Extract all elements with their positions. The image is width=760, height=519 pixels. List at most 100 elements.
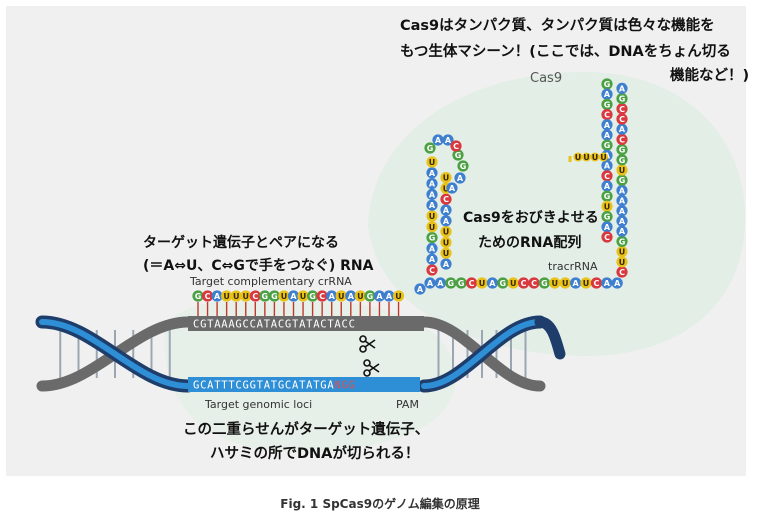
nucleotide-bead — [616, 133, 628, 145]
nucleotide-bead — [335, 290, 347, 302]
nucleotide-bead — [434, 277, 446, 289]
target-note-line1: ターゲット遺伝子とペアになる — [143, 234, 339, 251]
nucleotide-bead — [440, 226, 452, 238]
nucleotide-letter: U — [443, 174, 450, 183]
nucleotide-bead — [601, 119, 613, 131]
nucleotide-bead — [345, 290, 357, 302]
nucleotide-letter: C — [593, 279, 599, 288]
nucleotide-letter: C — [619, 115, 625, 124]
nucleotide-bead — [455, 277, 467, 289]
nucleotide-bead — [601, 139, 613, 151]
scissors-icon — [359, 335, 376, 353]
nucleotide-bead — [601, 129, 613, 141]
nucleotide-letter: A — [386, 292, 393, 301]
pam-label: PAM — [396, 398, 419, 411]
dna-bottom-strand — [188, 377, 420, 392]
nucleotide-letter: U — [619, 248, 626, 257]
nucleotide-letter: G — [619, 156, 626, 165]
nucleotide-letter: U — [357, 292, 364, 301]
nucleotide-letter: U — [243, 292, 250, 301]
cas9-label: Cas9 — [530, 71, 562, 86]
nucleotide-bead — [426, 264, 438, 276]
nucleotide-bead — [476, 277, 488, 289]
nucleotide-letter: U — [619, 258, 626, 267]
nucleotide-letter: A — [619, 227, 626, 236]
nucleotide-letter: A — [619, 217, 626, 226]
nucleotide-letter: A — [457, 174, 464, 183]
nucleotide-bead — [582, 152, 591, 162]
nucleotide-bead — [440, 204, 452, 216]
nucleotide-letter: U — [338, 292, 345, 301]
nucleotide-letter: U — [592, 153, 599, 162]
nucleotide-letter: U — [619, 166, 626, 175]
nucleotide-bead — [616, 164, 628, 176]
nucleotide-letter: A — [604, 121, 611, 130]
nucleotide-bead — [426, 253, 438, 265]
nucleotide-letter: C — [521, 279, 527, 288]
nucleotide-bead — [549, 277, 561, 289]
nucleotide-bead — [450, 140, 462, 152]
dna-top-sequence: CGTAAAGCCATACGTATACTACC — [193, 319, 356, 331]
nucleotide-letter: G — [309, 292, 316, 301]
nucleotide-letter: C — [252, 292, 258, 301]
nucleotide-bead — [240, 290, 252, 302]
nucleotide-letter: A — [619, 84, 626, 93]
nucleotide-letter: G — [367, 292, 374, 301]
nucleotide-letter: G — [271, 292, 278, 301]
nucleotide-bead — [432, 134, 444, 146]
nucleotide-letter: A — [376, 292, 383, 301]
nucleotide-letter: A — [429, 180, 436, 189]
dna-helix-strand — [534, 316, 566, 360]
nucleotide-bead — [599, 152, 608, 162]
nucleotide-bead — [192, 290, 204, 302]
nucleotide-letter: A — [429, 190, 436, 199]
nucleotide-letter: G — [619, 237, 626, 246]
nucleotide-letter: C — [531, 279, 537, 288]
nucleotide-bead — [601, 200, 613, 212]
nucleotide-letter: A — [619, 186, 626, 195]
crrna-label: Target complementary crRNA — [189, 275, 352, 288]
nucleotide-letter: A — [604, 182, 611, 191]
nucleotide-letter: U — [223, 292, 230, 301]
nucleotide-letter: A — [429, 255, 436, 264]
base-pair-ticks — [197, 302, 400, 316]
nucleotide-bead — [616, 113, 628, 125]
nucleotide-letter: C — [443, 195, 449, 204]
cas9-note-line1: Cas9はタンパク質、タンパク質は色々な機能を — [400, 16, 715, 34]
nucleotide-letter: G — [195, 292, 202, 301]
cas9-note-line3: 機能など！) — [670, 66, 749, 84]
nucleotide-bead — [616, 205, 628, 217]
dna-bottom-sequence-line: GCATTTCGGTATGCATATGANGG — [193, 380, 356, 392]
nucleotide-bead — [601, 211, 613, 223]
cas9-note-line2: もつ生体マシーン！(ここでは、DNAをちょん切る — [400, 42, 731, 60]
nucleotide-bead — [601, 231, 613, 243]
nucleotide-letter: C — [604, 111, 610, 120]
nucleotide-letter: C — [619, 135, 625, 144]
nucleotide-letter: U — [443, 249, 450, 258]
nucleotide-bead — [426, 188, 438, 200]
nucleotide-bead — [601, 88, 613, 100]
nucleotide-bead — [287, 290, 300, 302]
nucleotide-bead — [616, 82, 628, 94]
nucleotide-bead — [426, 210, 438, 222]
nucleotide-letter: A — [443, 206, 450, 215]
nucleotide-bead — [426, 221, 438, 233]
nucleotide-letter: A — [614, 279, 621, 288]
nucleotide-bead — [383, 290, 395, 302]
nucleotide-letter: G — [604, 213, 611, 222]
nucleotide-bead — [570, 277, 582, 289]
nucleotide-letter: G — [619, 146, 626, 155]
nucleotide-letter: A — [290, 292, 297, 301]
scissors-icon — [363, 359, 380, 377]
nucleotide-bead — [373, 290, 386, 302]
nucleotide-bead — [559, 277, 571, 289]
nucleotide-bead — [221, 290, 233, 302]
nucleotide-letter: G — [262, 292, 269, 301]
nucleotide-letter: A — [417, 285, 424, 294]
nucleotide-bead — [201, 290, 214, 302]
dna-pam-sequence: NGG — [334, 380, 355, 392]
nucleotide-bead — [616, 123, 628, 135]
nucleotide-letter: C — [604, 172, 610, 181]
